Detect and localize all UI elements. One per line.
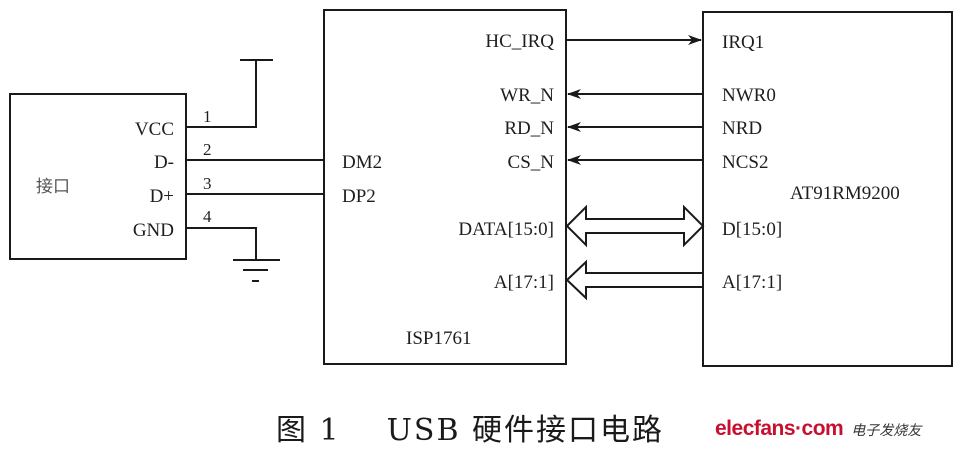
pin-dminus-label: D- xyxy=(154,152,174,173)
isp1761-block: DM2 DP2 HC_IRQ WR_N RD_N CS_N DATA[15:0]… xyxy=(323,9,567,365)
data-bus-arrow xyxy=(565,204,705,248)
isp-pin-cs-n: CS_N xyxy=(508,152,555,173)
figure-title: USB 硬件接口电路 xyxy=(386,413,665,448)
figure-caption: 图 1 USB 硬件接口电路 xyxy=(276,405,664,449)
watermark-brand: elecfans·com xyxy=(715,417,844,440)
isp-pin-dm2: DM2 xyxy=(342,152,382,173)
gnd-wire xyxy=(186,227,257,260)
interface-name: 接口 xyxy=(36,177,70,197)
figure-number: 图 1 xyxy=(276,413,341,448)
mcu-pin-data: D[15:0] xyxy=(722,219,782,240)
mcu-pin-nwr0: NWR0 xyxy=(722,85,776,106)
isp-pin-rd-n: RD_N xyxy=(504,118,554,139)
isp-pin-addr: A[17:1] xyxy=(494,272,554,293)
pin-gnd-label: GND xyxy=(133,220,174,241)
isp1761-box xyxy=(323,9,567,365)
isp-pin-data: DATA[15:0] xyxy=(458,219,554,240)
pin-vcc-label: VCC xyxy=(135,119,174,140)
mcu-chip-name: AT91RM9200 xyxy=(790,183,900,204)
pin-number-4: 4 xyxy=(203,207,212,226)
interface-block: 接口 VCC D- D+ GND xyxy=(9,93,187,260)
pin-number-1: 1 xyxy=(203,107,212,126)
watermark-site-name: 电子发烧友 xyxy=(851,423,922,439)
ground-symbol-icon xyxy=(233,259,280,282)
isp-pin-wr-n: WR_N xyxy=(500,85,554,106)
isp-pin-hc-irq: HC_IRQ xyxy=(485,31,554,52)
pin-number-3: 3 xyxy=(203,174,212,193)
vcc-wire xyxy=(186,60,257,128)
at91rm9200-block: IRQ1 NWR0 NRD NCS2 D[15:0] A[17:1] AT91R… xyxy=(702,11,953,367)
at91rm9200-box xyxy=(702,11,953,367)
isp-pin-dp2: DP2 xyxy=(342,186,376,207)
mcu-pin-nrd: NRD xyxy=(722,118,762,139)
pin-number-2: 2 xyxy=(203,140,212,159)
interface-box xyxy=(9,93,187,260)
watermark: elecfans·com 电子发烧友 xyxy=(715,417,921,441)
isp-chip-name: ISP1761 xyxy=(406,328,471,349)
pin-dplus-label: D+ xyxy=(150,186,174,207)
mcu-pin-addr: A[17:1] xyxy=(722,272,782,293)
mcu-pin-ncs2: NCS2 xyxy=(722,152,768,173)
address-bus-arrow xyxy=(565,259,704,301)
mcu-pin-irq1: IRQ1 xyxy=(722,32,764,53)
